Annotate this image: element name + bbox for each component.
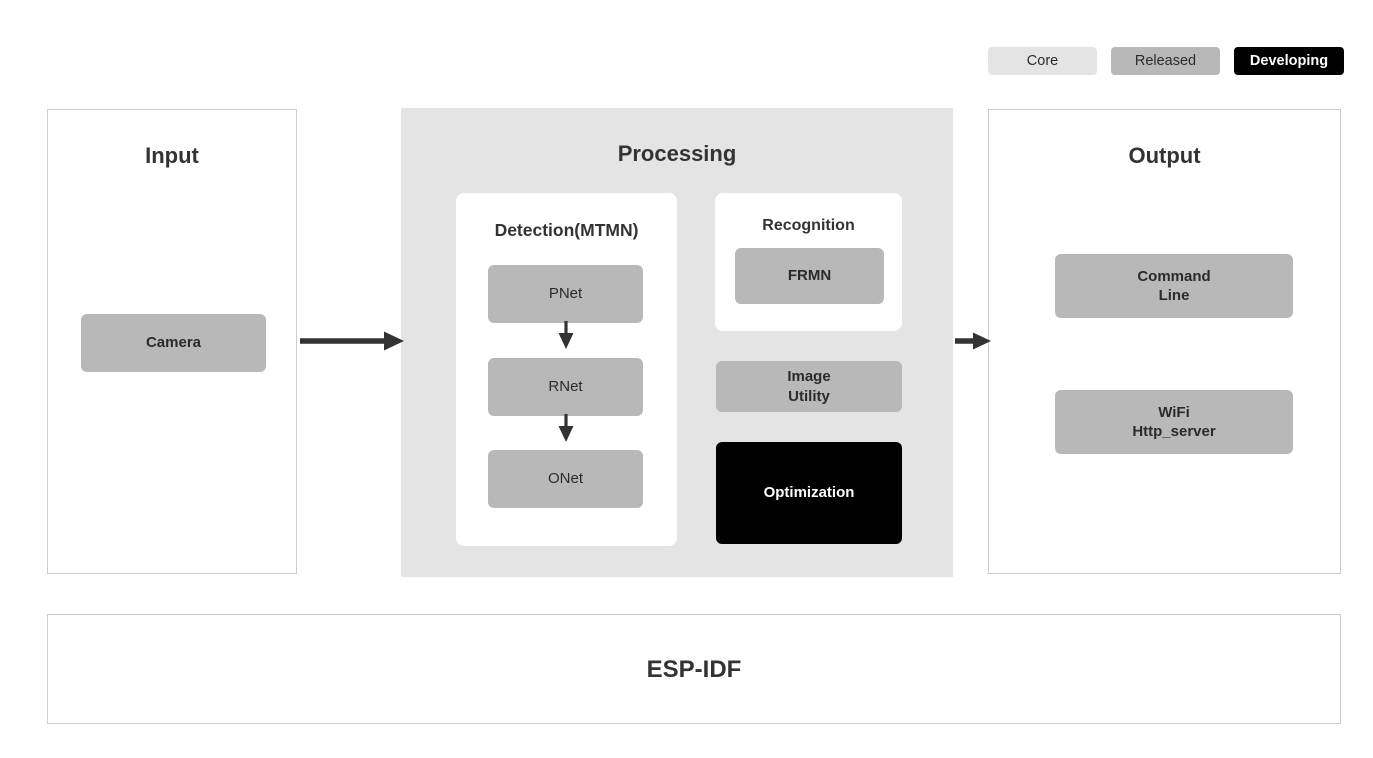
arrow-rnet-to-onet [558, 414, 574, 442]
arrow-pnet-to-rnet [558, 321, 574, 349]
panel-output-title: Output [1128, 143, 1201, 168]
card-detection-title: Detection(MTMN) [494, 220, 639, 240]
node-wifi-http-server-label: WiFi Http_server [1132, 403, 1215, 441]
node-command-line: Command Line [1055, 254, 1293, 318]
node-image-utility: Image Utility [716, 361, 902, 412]
panel-output: Output Command Line WiFi Http_server [988, 109, 1341, 574]
node-image-utility-label: Image Utility [787, 367, 830, 405]
node-command-line-line2: Line [1158, 287, 1190, 304]
legend-chip-released: Released [1111, 47, 1220, 75]
card-detection: Detection(MTMN) PNet RNet ONet [456, 193, 677, 546]
panel-processing: Processing Detection(MTMN) PNet RNet ONe… [401, 108, 953, 577]
panel-input: Input Camera [47, 109, 297, 574]
panel-processing-title: Processing [617, 141, 737, 166]
legend-chip-developing: Developing [1234, 47, 1344, 75]
arrow-input-to-processing [300, 331, 404, 351]
node-image-utility-line2: Utility [788, 387, 830, 405]
node-camera: Camera [81, 314, 266, 372]
node-wifi-line2: Http_server [1132, 423, 1216, 440]
panel-esp-idf: ESP-IDF [47, 614, 1341, 724]
node-optimization: Optimization [716, 442, 902, 544]
node-image-utility-line1: Image [787, 368, 831, 386]
card-recognition: Recognition FRMN [715, 193, 902, 331]
card-recognition-title: Recognition [762, 217, 855, 234]
node-command-line-label: Command Line [1137, 267, 1210, 305]
node-rnet: RNet [488, 358, 643, 416]
legend: Core Released Developing [988, 47, 1344, 75]
arrow-processing-to-output [955, 332, 991, 350]
node-command-line-line1: Command [1137, 267, 1211, 285]
panel-input-title: Input [145, 143, 199, 168]
node-pnet: PNet [488, 265, 643, 323]
node-onet: ONet [488, 450, 643, 508]
esp-idf-label: ESP-IDF [646, 656, 742, 683]
node-wifi-http-server: WiFi Http_server [1055, 390, 1293, 454]
node-wifi-line1: WiFi [1158, 403, 1190, 421]
legend-chip-core: Core [988, 47, 1097, 75]
node-frmn: FRMN [735, 248, 884, 304]
